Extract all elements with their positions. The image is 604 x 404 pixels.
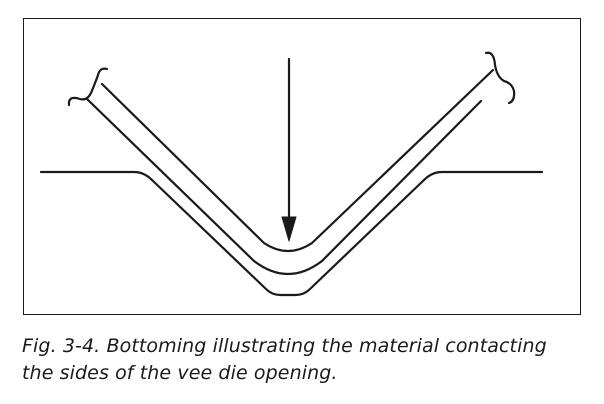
figure-frame	[23, 18, 581, 315]
workpiece-outer-surface	[85, 97, 483, 275]
die-surface-left	[39, 170, 154, 182]
force-arrow-head	[281, 216, 297, 242]
vee-die-opening	[150, 178, 426, 297]
workpiece-inner-surface	[100, 68, 495, 253]
caption-line-1: Fig. 3-4. Bottoming illustrating the mat…	[22, 335, 547, 357]
die-surface-right	[422, 170, 544, 182]
caption-line-2: the sides of the vee die opening.	[22, 362, 338, 384]
workpiece-break-right	[484, 51, 516, 105]
figure-caption: Fig. 3-4. Bottoming illustrating the mat…	[22, 333, 592, 387]
bottoming-diagram	[39, 51, 544, 297]
workpiece-break-left	[67, 67, 109, 107]
